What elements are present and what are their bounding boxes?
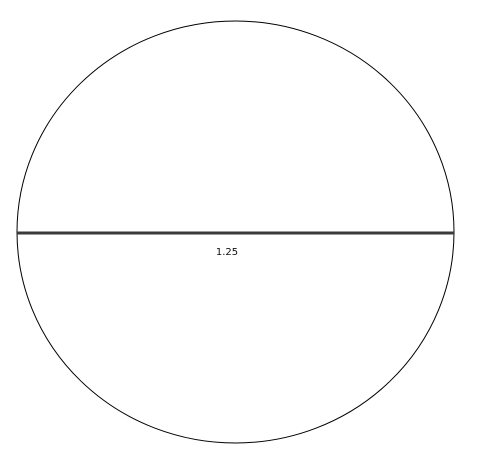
diameter-label: 1.25: [216, 247, 238, 258]
